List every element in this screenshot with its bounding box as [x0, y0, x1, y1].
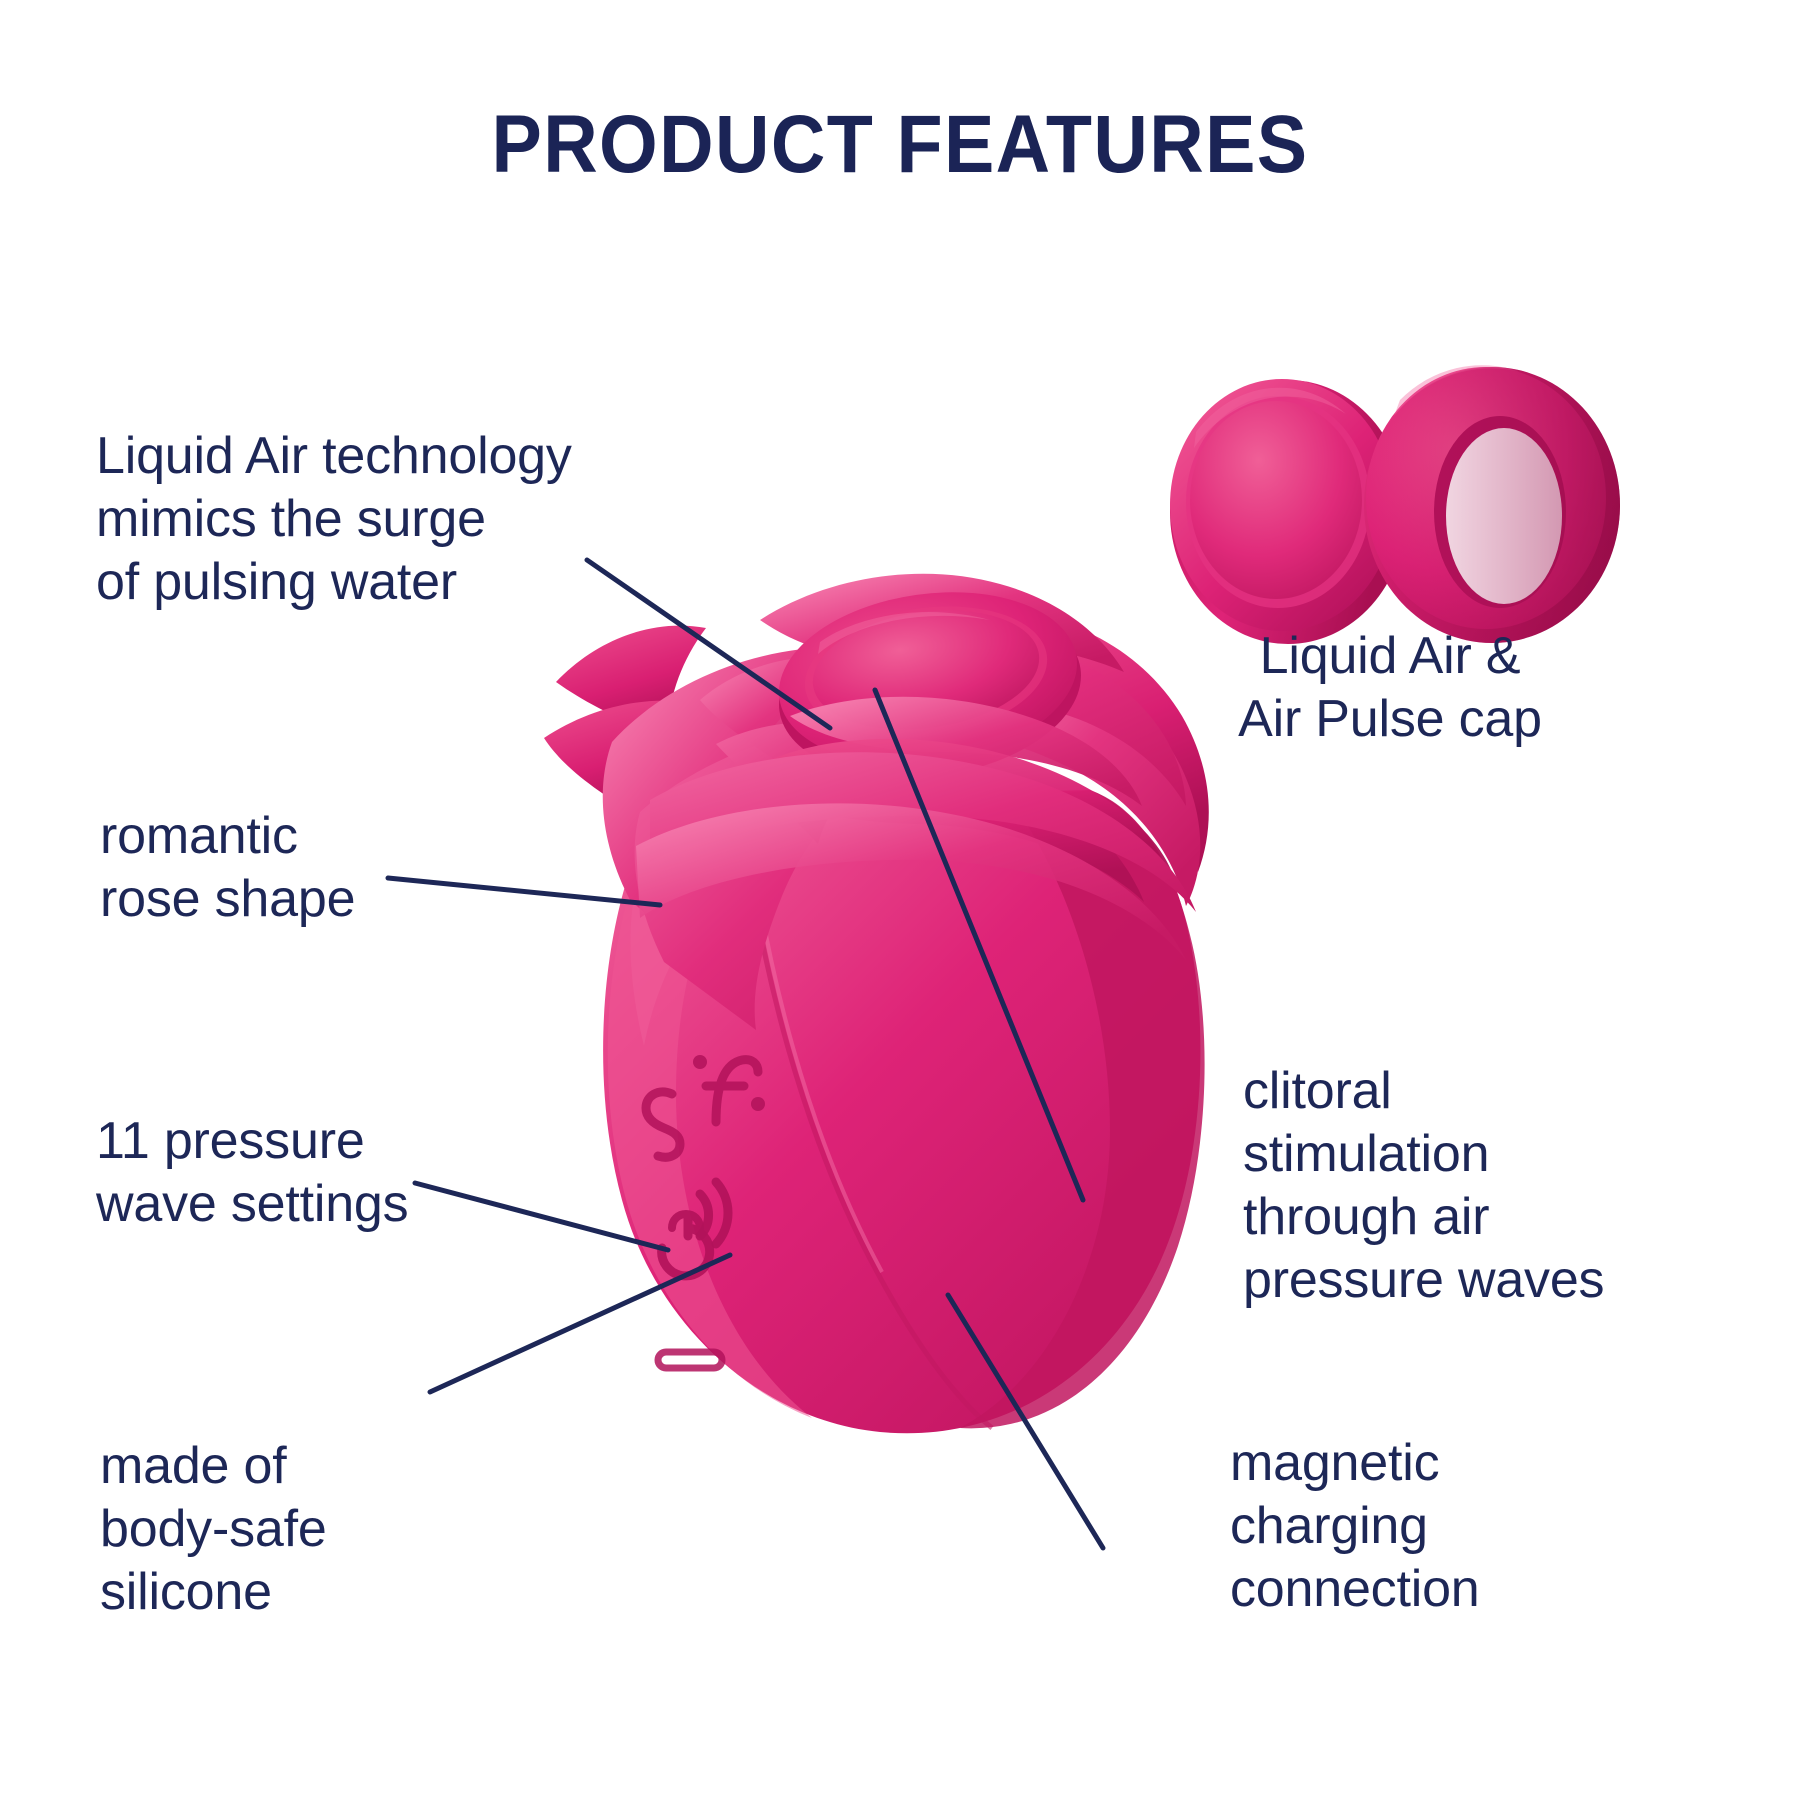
- callout-liquid-air-and-air-pulse-cap: Liquid Air & Air Pulse cap: [1238, 627, 1542, 748]
- air-pulse-cap-ring: [1364, 365, 1620, 643]
- callout-romantic-rose-shape: romantic rose shape: [100, 807, 356, 928]
- callout-magnetic-charging: magnetic charging connection: [1230, 1434, 1480, 1618]
- charging-contact-icon: [654, 1348, 726, 1372]
- satisfyer-logo-emboss: [641, 1055, 765, 1162]
- callout-pressure-wave-settings: 11 pressure wave settings: [96, 1112, 409, 1233]
- pressure-wave-icon: [695, 1177, 733, 1249]
- accessory-caps: [1170, 365, 1620, 644]
- liquid-air-cap-solid: [1170, 379, 1406, 644]
- callout-body-safe-silicone: made of body-safe silicone: [100, 1437, 327, 1621]
- callout-clitoral-stimulation: clitoral stimulation through air pressur…: [1243, 1062, 1605, 1309]
- page-title: PRODUCT FEATURES: [491, 99, 1309, 190]
- callout-liquid-air-technology: Liquid Air technology mimics the surge o…: [96, 427, 572, 611]
